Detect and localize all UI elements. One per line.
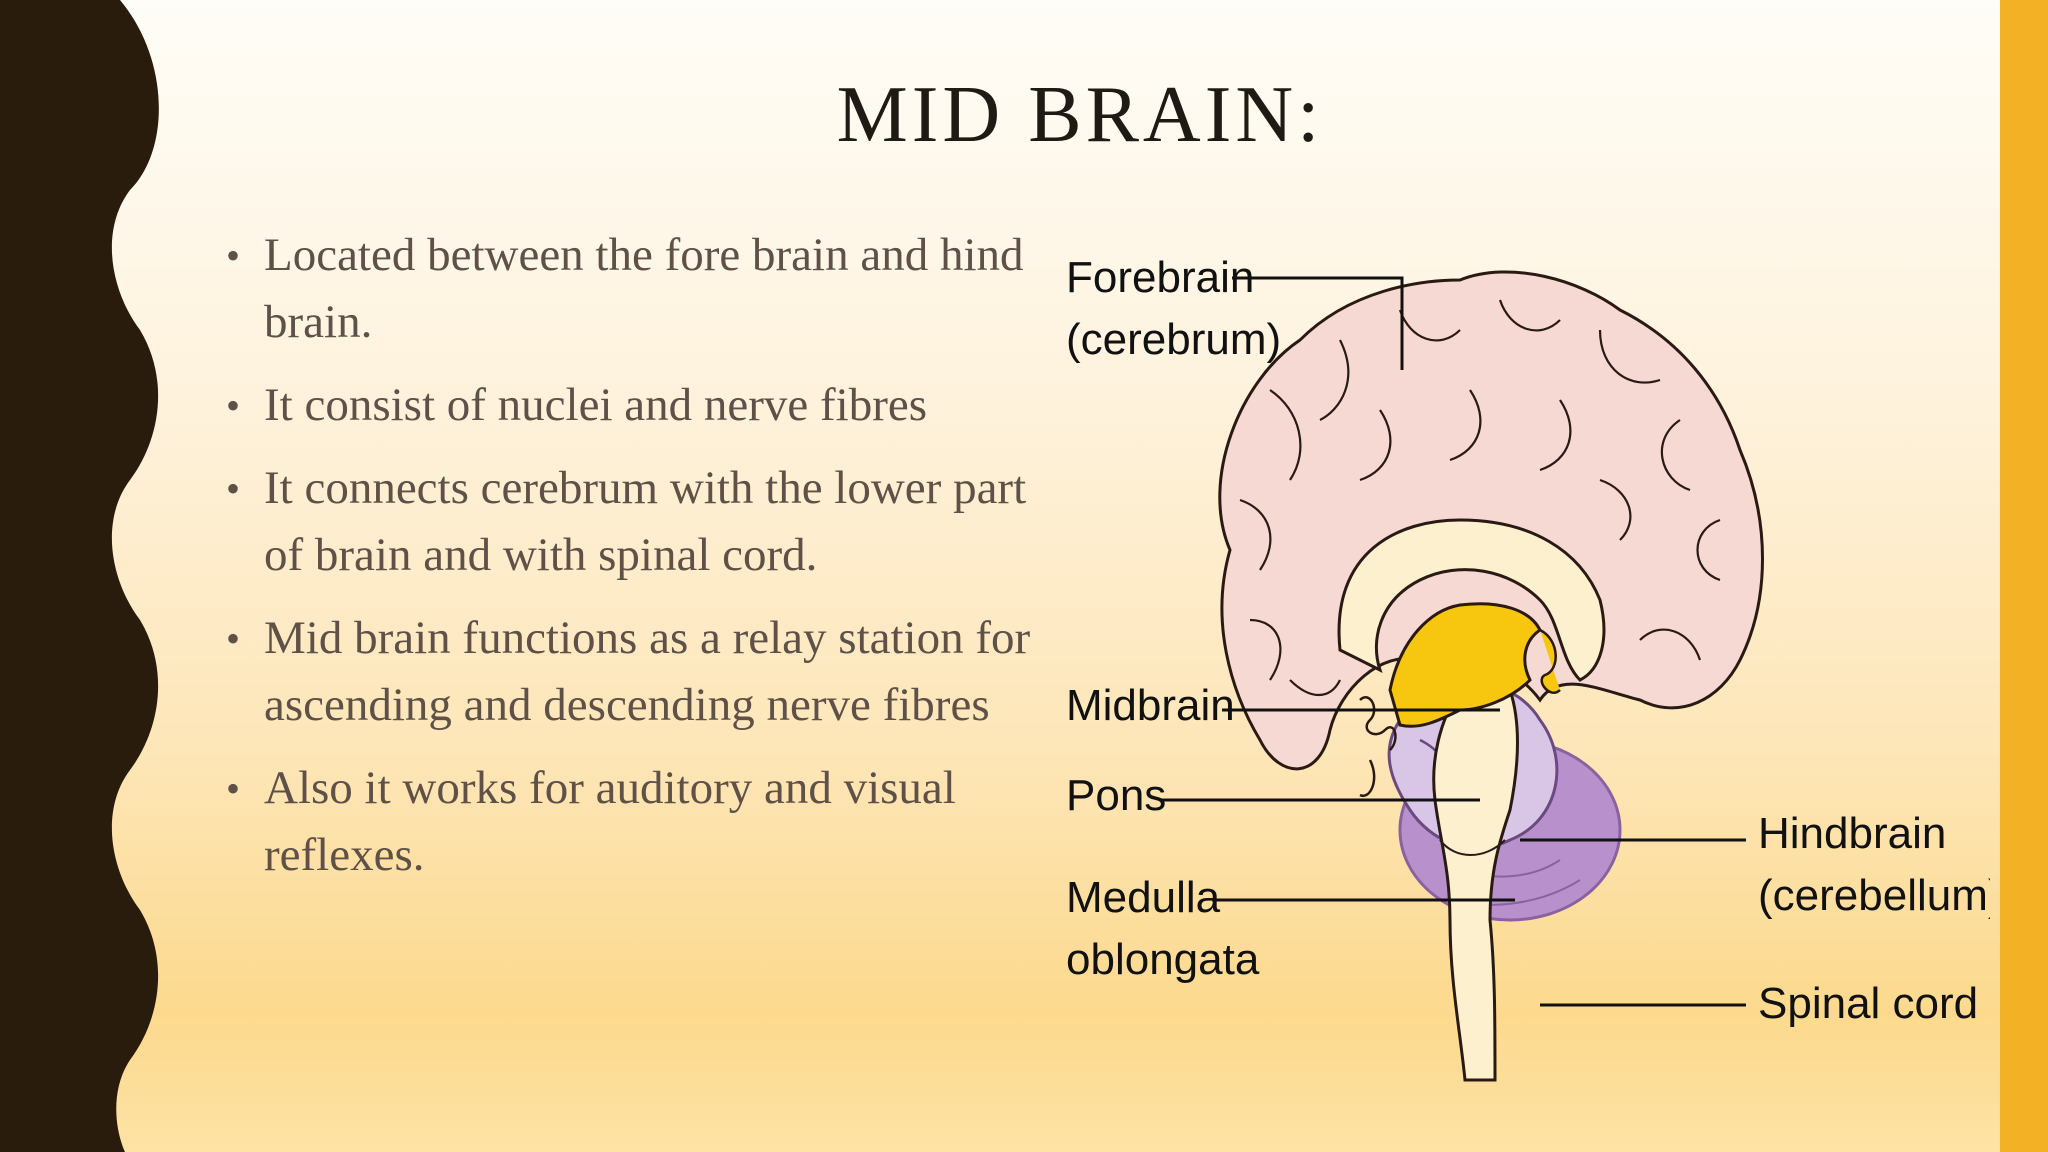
label-hindbrain: Hindbrain — [1758, 809, 1946, 858]
bullet-dot-icon: • — [226, 766, 241, 811]
bullet-text: It consist of nuclei and nerve fibres — [264, 379, 928, 431]
bullet-item: • It connects cerebrum with the lower par… — [222, 455, 1042, 589]
bullet-text: Located between the fore brain and hind … — [264, 229, 1024, 348]
label-medulla-sub: oblongata — [1066, 935, 1260, 984]
bullet-text: Mid brain functions as a relay station f… — [264, 612, 1031, 731]
brain-diagram: Forebrain (cerebrum) Midbrain Pons Medul… — [1066, 253, 1990, 1082]
label-forebrain-sub: (cerebrum) — [1066, 315, 1281, 364]
bullet-list: • Located between the fore brain and hind… — [222, 222, 1042, 905]
label-spinal-cord: Spinal cord — [1758, 979, 1978, 1028]
label-forebrain: Forebrain — [1066, 253, 1254, 302]
bullet-dot-icon: • — [226, 466, 241, 511]
leader-lines — [1160, 276, 1746, 1007]
midbrain-shape — [1359, 602, 1561, 797]
label-hindbrain-sub: (cerebellum) — [1758, 871, 1990, 920]
bullet-dot-icon: • — [226, 616, 241, 661]
bullet-text: It connects cerebrum with the lower part… — [264, 462, 1027, 581]
label-midbrain: Midbrain — [1066, 681, 1235, 730]
bullet-item: • It consist of nuclei and nerve fibres — [222, 372, 1042, 439]
bullet-item: • Also it works for auditory and visual r… — [222, 755, 1042, 889]
right-accent-band — [2000, 0, 2048, 1152]
slide-title: MID BRAIN: — [836, 71, 1324, 159]
bullet-text: Also it works for auditory and visual re… — [264, 762, 956, 881]
bullet-dot-icon: • — [226, 383, 241, 428]
left-decorative-band — [0, 0, 159, 1152]
bullet-dot-icon: • — [226, 233, 241, 278]
brainstem-shape — [1432, 688, 1519, 1082]
forebrain-leader-line — [1232, 276, 1404, 370]
cerebrum-shape — [1218, 270, 1764, 771]
bullet-item: • Mid brain functions as a relay station … — [222, 605, 1042, 739]
label-pons: Pons — [1066, 771, 1166, 820]
bullet-item: • Located between the fore brain and hind… — [222, 222, 1042, 356]
label-medulla: Medulla — [1066, 873, 1221, 922]
